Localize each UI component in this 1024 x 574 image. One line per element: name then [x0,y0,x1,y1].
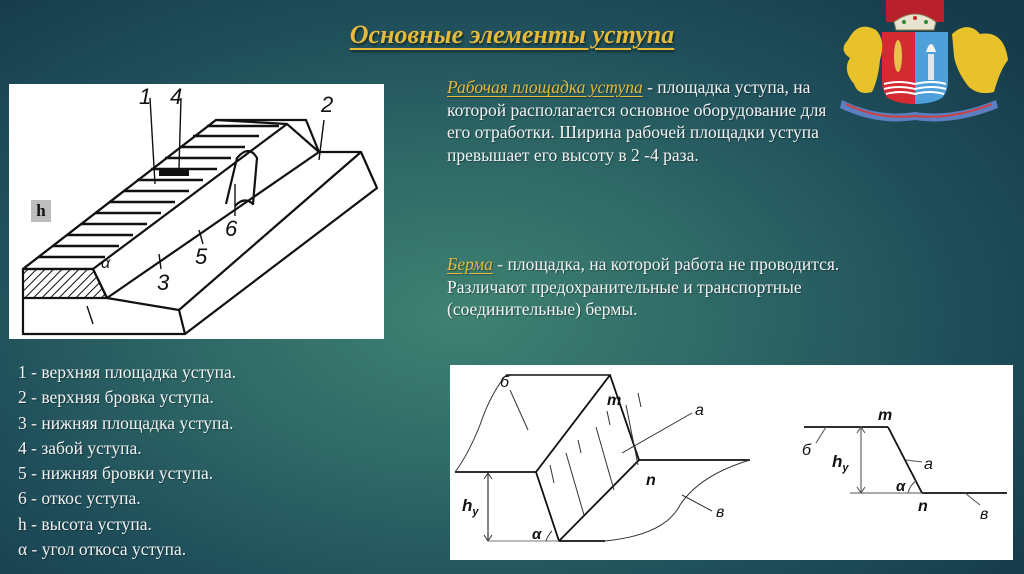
label-1: 1 [139,84,151,109]
legend-item: 3 - нижняя площадка уступа. [18,412,234,433]
legend-item: 2 - верхняя бровка уступа. [18,387,214,408]
profile-label-b: б [802,442,812,459]
perspective-label-b: б [500,374,510,391]
label-6: 6 [225,216,238,241]
coat-of-arms-icon [828,0,1024,128]
label-2: 2 [320,92,333,117]
definition-working-platform: Рабочая площадка уступа - площадка уступ… [447,76,827,166]
perspective-label-n: n [646,472,656,489]
legend-item: 6 - откос уступа. [18,488,141,509]
legend-item: α - угол откоса уступа. [18,539,187,560]
slide-title: Основные элементы уступа [349,20,675,49]
legend-item: 4 - забой уступа. [18,437,142,458]
height-badge: h [31,200,51,222]
perspective-label-m: m [607,392,621,409]
legend-item: 1 - верхняя площадка уступа. [18,362,237,382]
perspective-label-h: hу [462,496,479,518]
perspective-label-a: a [695,402,704,419]
definition-berm: Берма - площадка, на которой работа не п… [447,253,847,321]
legend-item: h - высота уступа. [18,513,152,534]
slope-diagrams: б m a n в hу α m б hу a α n в [450,365,1013,560]
term-berm: Берма [447,254,493,274]
profile-label-n: n [918,498,928,515]
label-4: 4 [170,84,182,109]
profile-label-alpha: α [896,478,906,495]
profile-label-v: в [980,506,988,523]
definition-text: - площадка уступа, на которой располагае… [447,77,827,165]
legend-item: 5 - нижняя бровки уступа. [18,463,214,484]
profile-label-h: hу [832,452,849,474]
definition-text: - площадка, на которой работа не проводи… [447,254,840,319]
profile-label-a: a [924,456,933,473]
term-working-platform: Рабочая площадка уступа [447,77,643,97]
label-alpha: α [101,255,111,272]
perspective-label-alpha: α [532,526,542,543]
profile-label-m: m [878,407,892,424]
legend-list: 1 - верхняя площадка уступа. 2 - верхняя… [18,360,236,562]
perspective-label-v: в [716,504,724,521]
label-5: 5 [195,244,208,269]
label-3: 3 [157,270,170,295]
bench-3d-diagram: 1 4 2 3 5 6 α h [9,84,384,339]
